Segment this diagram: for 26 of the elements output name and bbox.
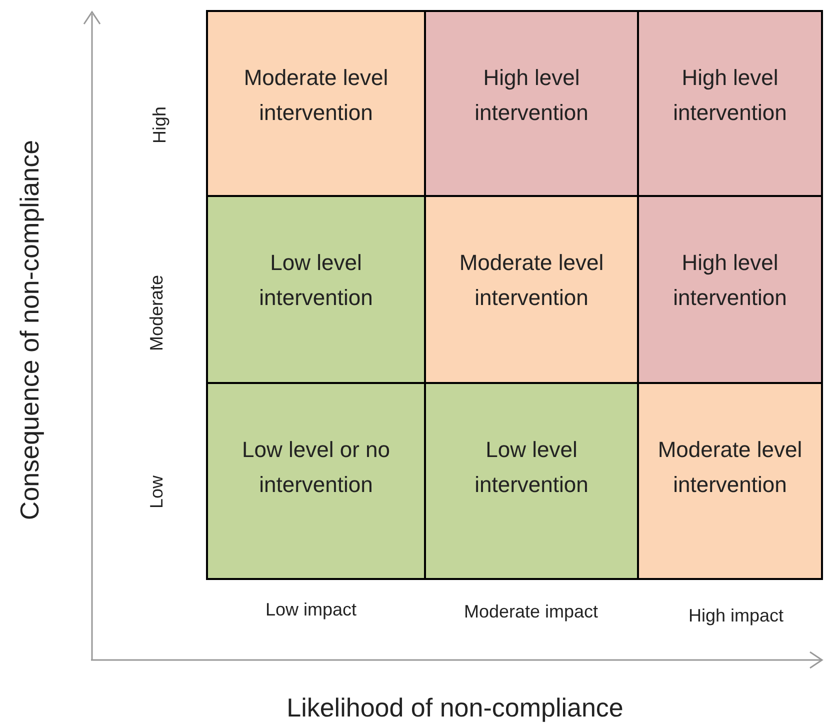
cell-text: High level intervention <box>474 64 590 127</box>
cell-text: Low level intervention <box>258 249 374 312</box>
column-label: Moderate impact <box>464 602 598 622</box>
matrix-cell <box>206 10 426 197</box>
matrix-cell <box>424 10 639 197</box>
matrix-cell <box>637 382 823 580</box>
column-label: High impact <box>688 606 784 626</box>
matrix-cell <box>424 195 639 384</box>
cell-text: Moderate level intervention <box>242 64 390 127</box>
row-label: High <box>150 106 170 144</box>
axis-title: Consequence of non-compliance <box>14 140 46 520</box>
cell-text: High level intervention <box>672 64 788 127</box>
matrix-cell <box>424 382 639 580</box>
matrix-cell <box>206 195 426 384</box>
cell-text: High level intervention <box>672 249 788 312</box>
cell-text: Moderate level intervention <box>458 249 605 312</box>
axis-title: Likelihood of non-compliance <box>286 692 624 724</box>
matrix-cell <box>637 10 823 197</box>
row-label: Low <box>146 475 168 509</box>
column-label: Low impact <box>265 600 357 620</box>
cell-text: Low level or no intervention <box>241 436 391 499</box>
cell-text: Moderate level intervention <box>656 436 804 499</box>
row-label: Moderate <box>146 274 168 352</box>
matrix-cell <box>637 195 823 384</box>
cell-text: Low level intervention <box>474 436 590 499</box>
matrix-cell <box>206 382 426 580</box>
